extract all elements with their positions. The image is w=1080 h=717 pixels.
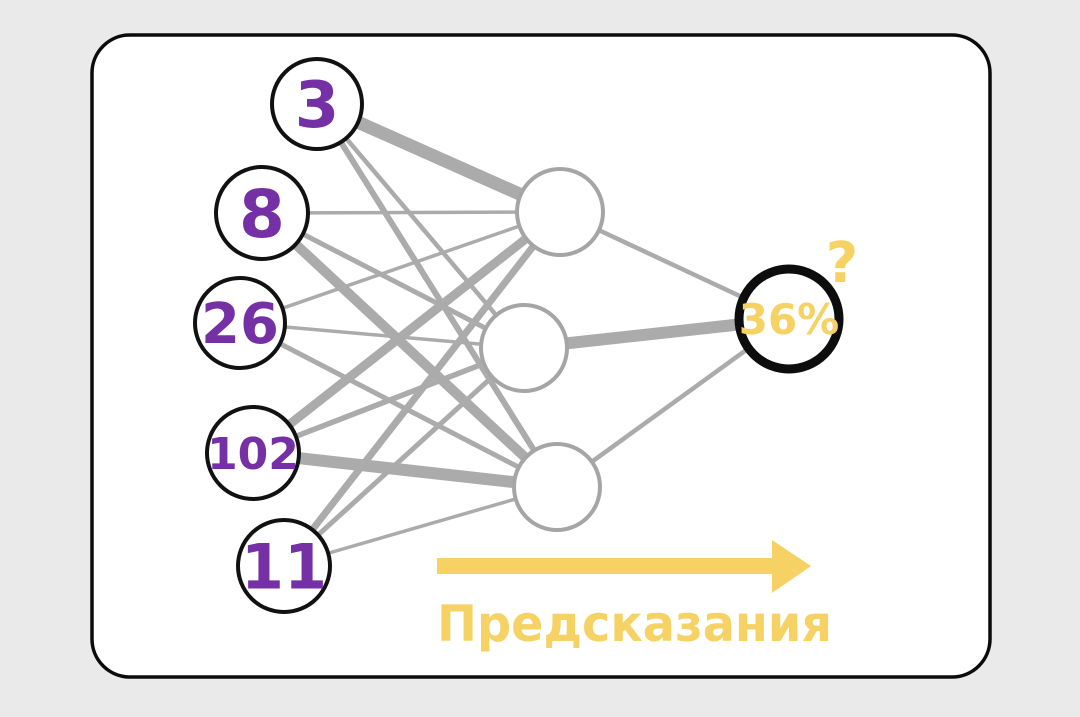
edge-i3-h3	[238, 320, 559, 490]
edge-i4-h2	[252, 345, 525, 456]
prediction-arrow-head	[772, 540, 811, 593]
output-node-value: 36%	[739, 295, 840, 344]
prediction-label: Предсказания	[437, 595, 832, 653]
edge-layer	[238, 98, 791, 569]
input-node-circle	[214, 165, 310, 261]
hidden-node-circle	[479, 303, 569, 393]
output-node: 36%?	[734, 231, 858, 374]
input-node-value: 102	[207, 429, 299, 480]
input-node: 11	[236, 518, 332, 614]
edge-i4-h3	[252, 447, 558, 493]
prediction-arrow-shaft	[437, 558, 772, 574]
edge-i1-h3	[314, 102, 560, 489]
edge-i2-h3	[258, 209, 561, 491]
prediction-group: Предсказания	[437, 540, 832, 653]
input-node-value: 8	[239, 176, 285, 253]
edge-i4-h1	[250, 208, 563, 457]
input-node: 8	[214, 165, 310, 261]
input-node-circle	[270, 57, 364, 151]
hidden-layer	[479, 167, 605, 532]
input-node: 26	[193, 276, 287, 370]
edge-i3-h2	[239, 321, 525, 350]
output-node-circle	[734, 264, 844, 374]
edge-i3-h1	[239, 210, 561, 325]
input-node-circle	[236, 518, 332, 614]
input-node-value: 11	[241, 530, 327, 603]
hidden-node-circle	[515, 167, 605, 257]
input-node-circle	[193, 276, 287, 370]
input-node-circle	[205, 405, 301, 501]
edge-i5-h1	[281, 209, 563, 569]
edge-i2-h1	[261, 210, 561, 215]
question-mark: ?	[826, 231, 858, 296]
input-node-value: 3	[295, 69, 340, 143]
input-layer: 38 26 102 11	[193, 57, 364, 614]
input-node: 102	[205, 405, 301, 501]
input-node-value: 26	[201, 292, 279, 357]
edge-i2-h2	[260, 210, 526, 351]
hidden-node-circle	[512, 442, 602, 532]
input-node: 3	[270, 57, 364, 151]
edge-i5-h2	[282, 346, 526, 568]
